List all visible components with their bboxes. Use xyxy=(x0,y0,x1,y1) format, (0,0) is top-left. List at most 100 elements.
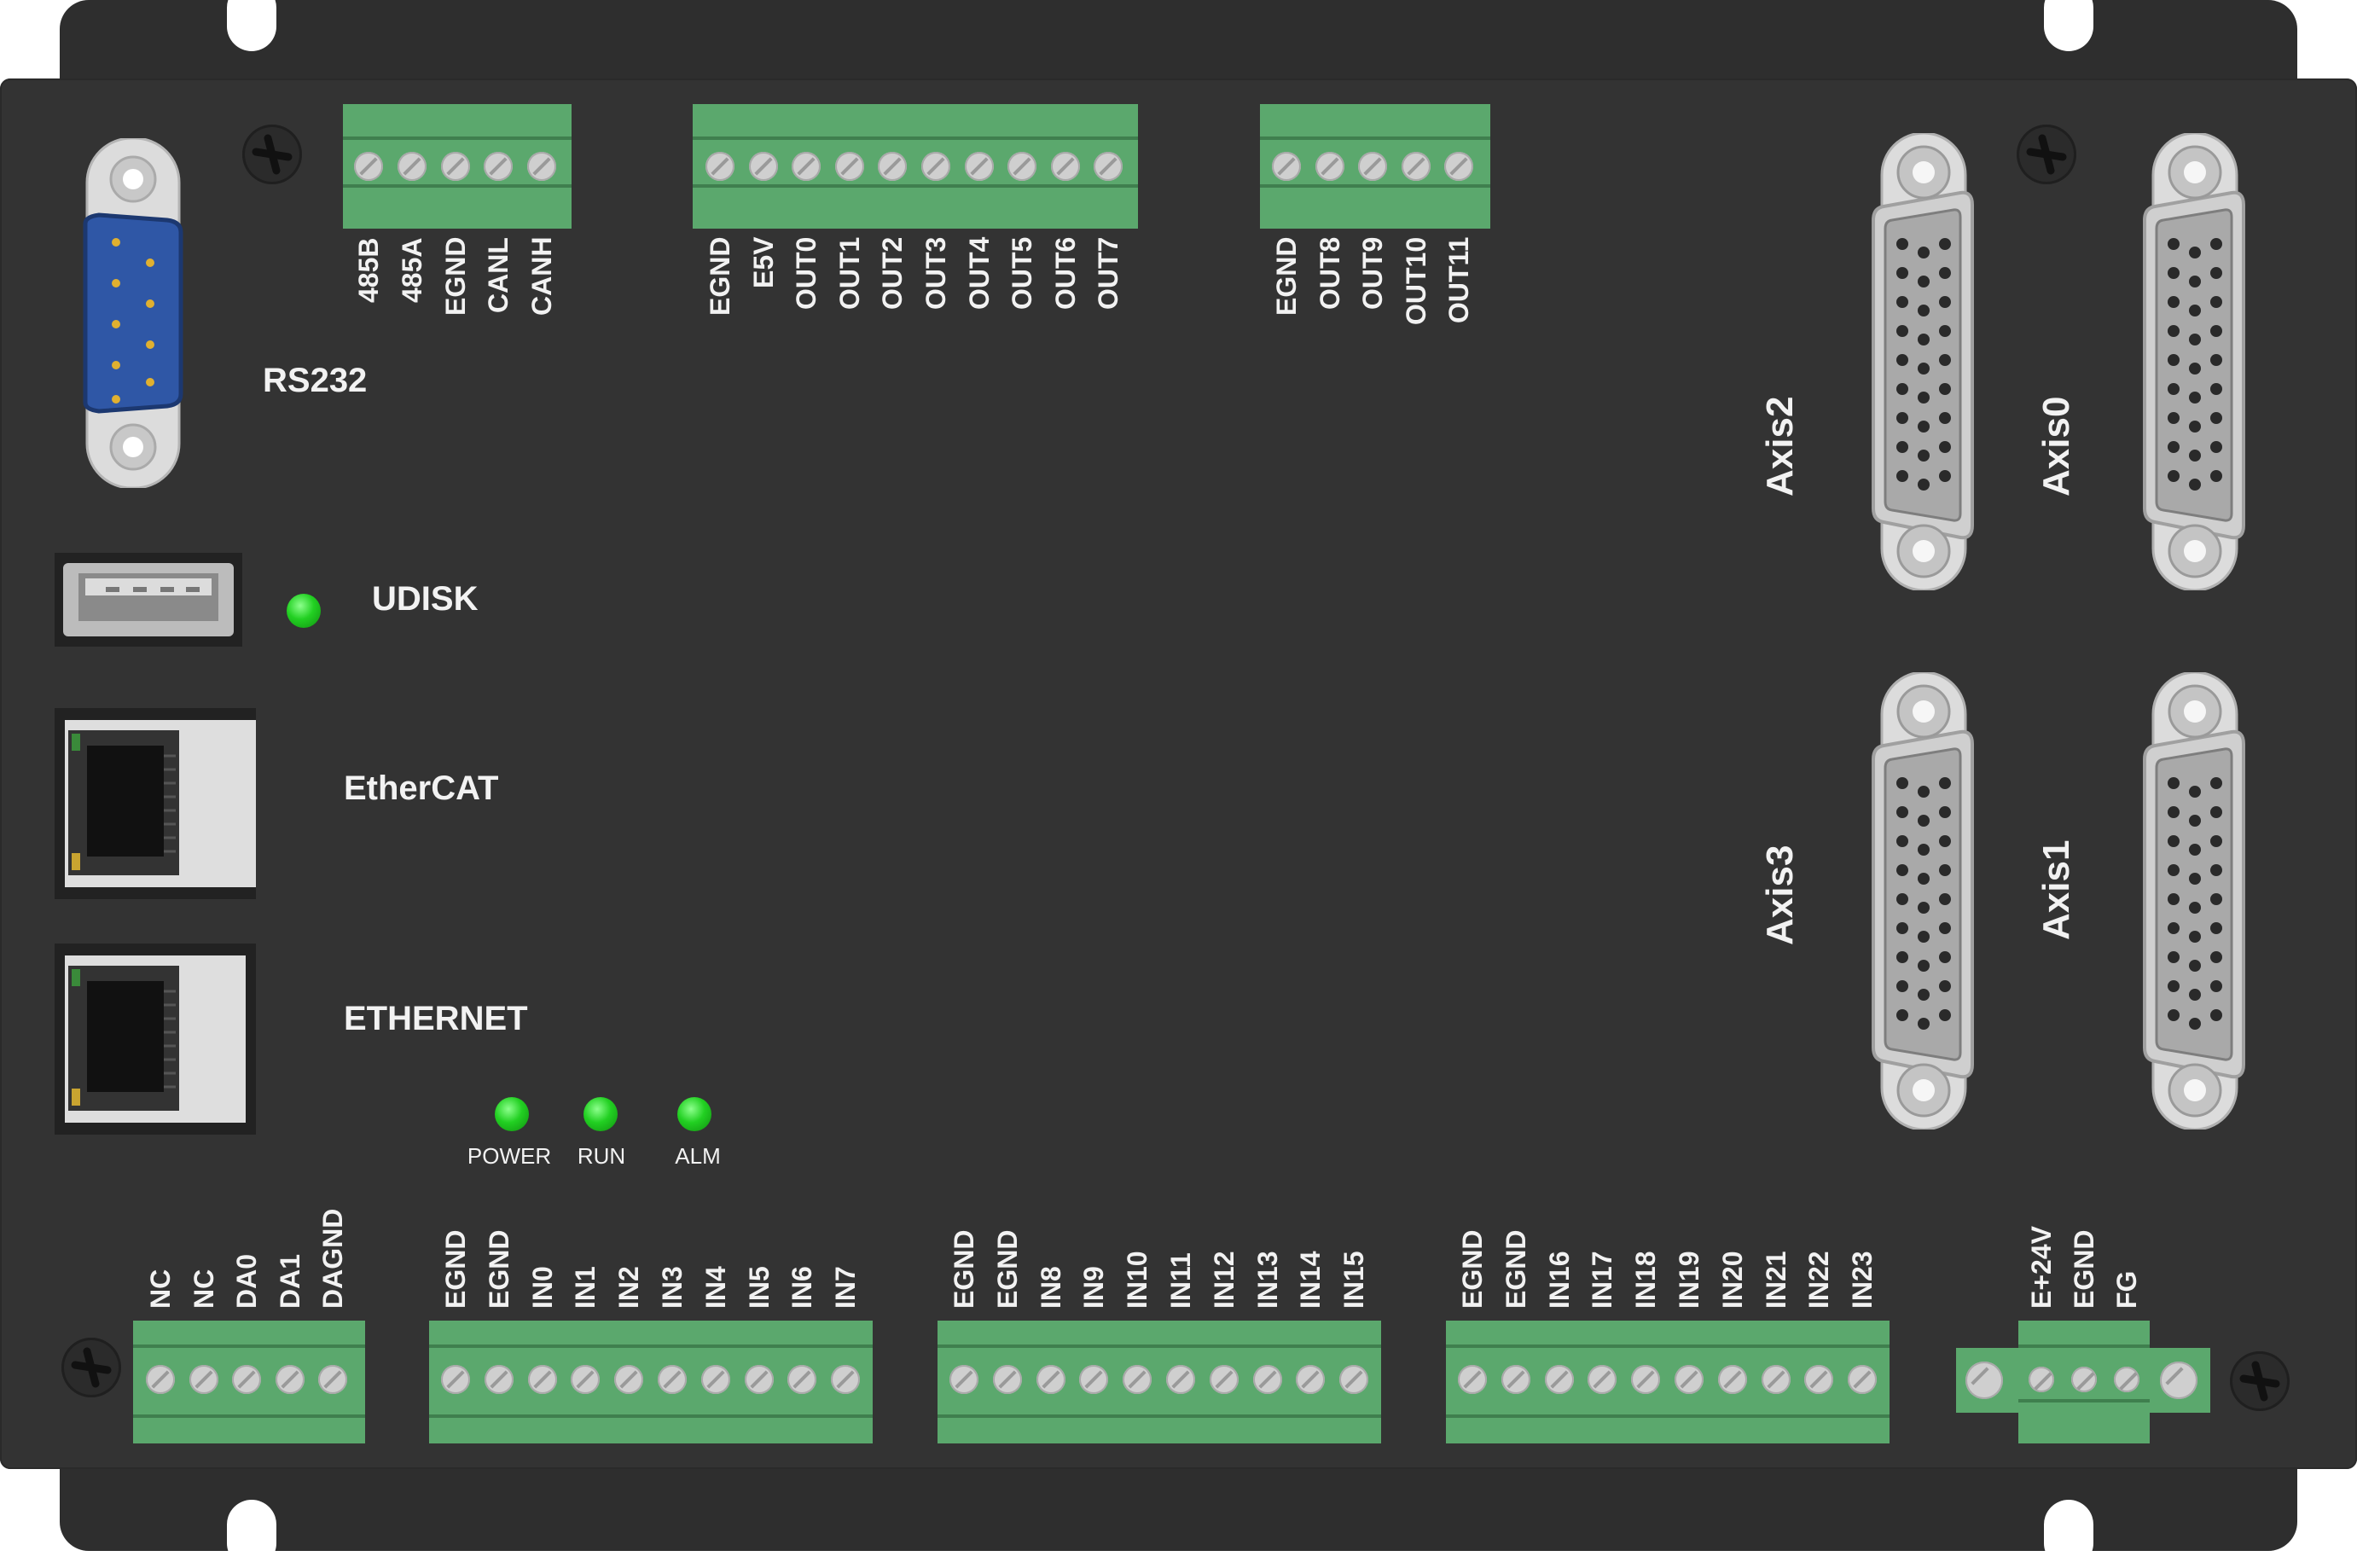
terminal-screw-icon[interactable] xyxy=(318,1365,348,1394)
terminal-pin-text: OUT2 xyxy=(877,237,909,311)
terminal-pin-text: IN1 xyxy=(570,1266,601,1309)
terminal-screw-icon[interactable] xyxy=(146,1365,175,1394)
terminal-screw-icon[interactable] xyxy=(1252,1365,1282,1394)
terminal-screw-icon[interactable] xyxy=(1209,1365,1239,1394)
terminal-screw-icon[interactable] xyxy=(1050,152,1080,181)
terminal-screw-icon[interactable] xyxy=(441,1365,470,1394)
terminal-screw-icon[interactable] xyxy=(527,1365,557,1394)
terminal-screw-icon[interactable] xyxy=(1007,152,1037,181)
terminal-screw-icon[interactable] xyxy=(921,152,950,181)
terminal-screw-icon[interactable] xyxy=(484,152,514,181)
terminal-screw-icon[interactable] xyxy=(1804,1365,1834,1394)
terminal-screw-icon[interactable] xyxy=(1761,1365,1791,1394)
terminal-screw-icon[interactable] xyxy=(1358,152,1387,181)
axis0-connector[interactable] xyxy=(2136,133,2254,590)
ethernet-rj45-port[interactable] xyxy=(55,944,256,1135)
terminal-screw-icon[interactable] xyxy=(2114,1367,2139,1392)
terminal-screw-icon[interactable] xyxy=(1717,1365,1747,1394)
terminal-screw-icon[interactable] xyxy=(232,1365,262,1394)
terminal-screw-icon[interactable] xyxy=(1458,1365,1487,1394)
terminal-band xyxy=(133,1344,365,1348)
terminal-pin-text: E+24V xyxy=(2026,1226,2057,1309)
terminal-screw-icon[interactable] xyxy=(1094,152,1123,181)
terminal-pin-text: OUT9 xyxy=(1357,237,1388,311)
terminal-pin-text: EGND xyxy=(1457,1229,1488,1309)
terminal-band xyxy=(1446,1344,1890,1348)
terminal-screw-icon[interactable] xyxy=(964,152,994,181)
terminal-screw-icon[interactable] xyxy=(787,1365,817,1394)
terminal-screw-icon[interactable] xyxy=(1166,1365,1195,1394)
terminal-screw-icon[interactable] xyxy=(397,152,427,181)
terminal-screw-icon[interactable] xyxy=(878,152,908,181)
terminal-screw-icon[interactable] xyxy=(1848,1365,1878,1394)
rs232-db9-connector[interactable] xyxy=(73,138,193,488)
axis1-connector[interactable] xyxy=(2136,672,2254,1130)
terminal-screw-icon[interactable] xyxy=(1501,1365,1530,1394)
axis1-label: Axis1 xyxy=(2035,839,2077,940)
terminal-screw-icon[interactable] xyxy=(1444,152,1473,181)
axis2-label: Axis2 xyxy=(1759,396,1801,497)
panel-screw-icon xyxy=(2230,1351,2290,1411)
terminal-screw-icon[interactable] xyxy=(1079,1365,1109,1394)
terminal-screw-icon[interactable] xyxy=(571,1365,601,1394)
terminal-screw-icon[interactable] xyxy=(440,152,470,181)
terminal-band xyxy=(343,184,572,188)
terminal-screw-icon[interactable] xyxy=(831,1365,861,1394)
ethercat-rj45-port[interactable] xyxy=(55,708,256,899)
terminal-screw-icon[interactable] xyxy=(1544,1365,1574,1394)
terminal-screw-icon[interactable] xyxy=(275,1365,305,1394)
run-led-label: RUN xyxy=(577,1143,626,1169)
terminal-screw-icon[interactable] xyxy=(614,1365,644,1394)
terminal-screw-icon[interactable] xyxy=(1296,1365,1326,1394)
terminal-screw-icon[interactable] xyxy=(834,152,864,181)
terminal-screw-icon[interactable] xyxy=(1401,152,1431,181)
mount-slot xyxy=(2044,0,2093,51)
axis3-connector[interactable] xyxy=(1865,672,1983,1130)
terminal-screw-icon[interactable] xyxy=(2071,1367,2097,1392)
terminal-pin-text: OUT6 xyxy=(1049,237,1081,311)
terminal-screw-icon[interactable] xyxy=(527,152,557,181)
axis0-label: Axis0 xyxy=(2035,396,2077,497)
terminal-pin-text: NC xyxy=(145,1269,176,1309)
terminal-pin-text: CANH xyxy=(526,237,558,317)
terminal-screw-icon[interactable] xyxy=(744,1365,774,1394)
ethernet-label: ETHERNET xyxy=(344,1000,528,1037)
terminal-band xyxy=(429,1344,873,1348)
terminal-pin-text: IN16 xyxy=(1543,1251,1575,1309)
terminal-screw-icon[interactable] xyxy=(992,1365,1022,1394)
terminal-screw-icon[interactable] xyxy=(1315,152,1344,181)
terminal-band xyxy=(2018,1344,2150,1348)
usb-port[interactable] xyxy=(55,553,242,647)
terminal-pin-text: DAGND xyxy=(317,1208,349,1309)
terminal-screw-icon[interactable] xyxy=(1036,1365,1065,1394)
terminal-screw-icon[interactable] xyxy=(792,152,821,181)
alm-led xyxy=(677,1097,711,1131)
terminal-screw-icon[interactable] xyxy=(705,152,734,181)
axis2-connector[interactable] xyxy=(1865,133,1983,590)
terminal-screw-icon[interactable] xyxy=(1588,1365,1617,1394)
terminal-screw-icon[interactable] xyxy=(1272,152,1301,181)
terminal-pin-text: EGND xyxy=(991,1229,1023,1309)
terminal-band xyxy=(938,1414,1381,1418)
terminal-screw-icon[interactable] xyxy=(189,1365,218,1394)
terminal-pin-text: DA1 xyxy=(274,1253,305,1309)
terminal-screw-icon[interactable] xyxy=(949,1365,978,1394)
terminal-pin-text: OUT4 xyxy=(963,237,995,311)
terminal-band xyxy=(938,1344,1381,1348)
terminal-pin-text: EGND xyxy=(483,1229,514,1309)
terminal-screw-icon[interactable] xyxy=(1675,1365,1704,1394)
terminal-screw-icon[interactable] xyxy=(1631,1365,1661,1394)
terminal-screw-icon[interactable] xyxy=(2029,1367,2054,1392)
terminal-pin-text: IN21 xyxy=(1760,1251,1791,1309)
terminal-screw-icon[interactable] xyxy=(1123,1365,1152,1394)
terminal-pin-text: IN22 xyxy=(1803,1251,1835,1309)
terminal-screw-icon[interactable] xyxy=(484,1365,514,1394)
terminal-screw-icon[interactable] xyxy=(748,152,778,181)
terminal-screw-icon[interactable] xyxy=(700,1365,730,1394)
terminal-screw-icon[interactable] xyxy=(1339,1365,1369,1394)
terminal-pin-text: IN15 xyxy=(1338,1251,1370,1309)
udisk-label: UDISK xyxy=(372,580,479,618)
terminal-band xyxy=(1260,136,1490,140)
terminal-screw-icon[interactable] xyxy=(354,152,383,181)
terminal-screw-icon[interactable] xyxy=(658,1365,687,1394)
